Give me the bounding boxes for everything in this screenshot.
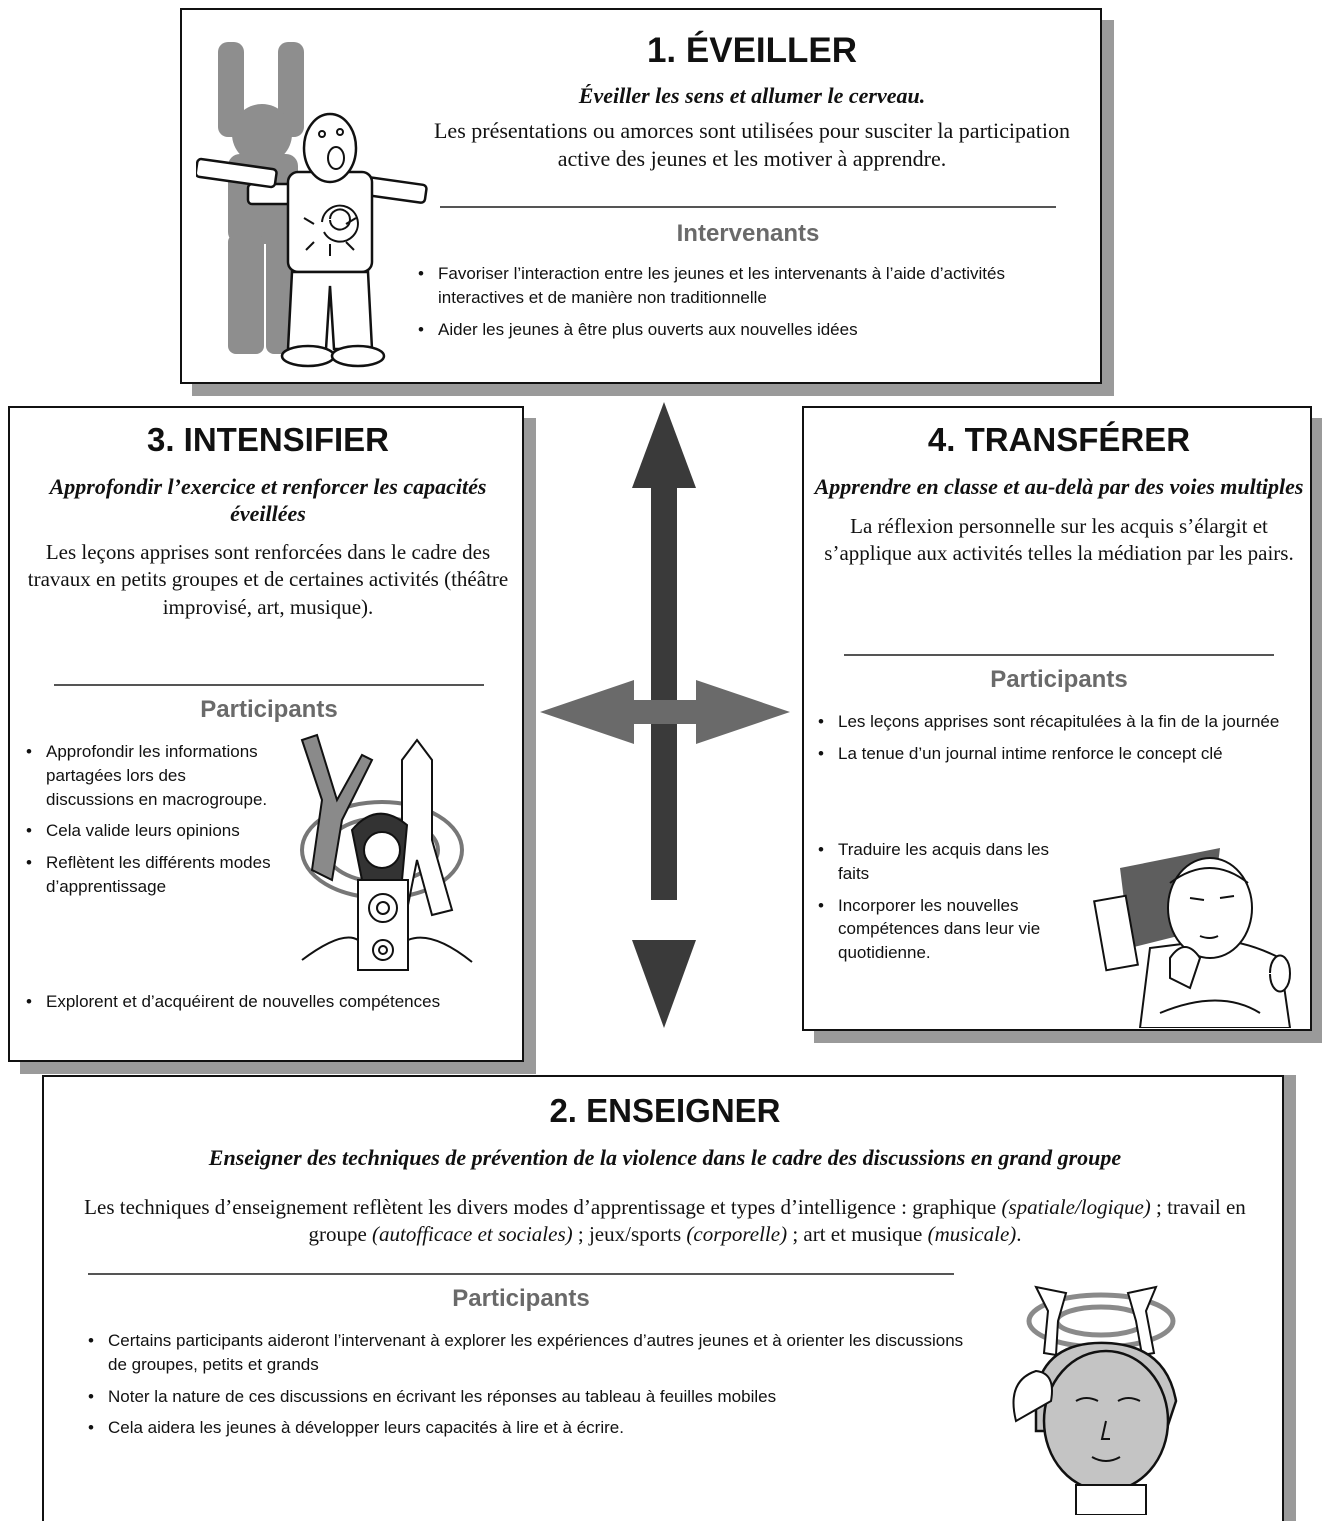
panel-title: 4. TRANSFÉRER <box>927 421 1191 458</box>
bullet-list: Explorent et d’acquéirent de nouvelles c… <box>22 990 442 1022</box>
description-italic: (corporelle) <box>686 1221 788 1246</box>
description-italic: (spatiale/logique) <box>1001 1194 1151 1219</box>
panel-title: 1. ÉVEILLER <box>646 31 858 70</box>
list-item: Aider les jeunes à être plus ouverts aux… <box>414 318 1084 342</box>
panel-subtitle: Apprendre en classe et au-delà par des v… <box>814 474 1304 500</box>
panel-intensifier: 3. INTENSIFIER Approfondir l’exercice et… <box>8 406 524 1062</box>
bullet-list: Les leçons apprises sont récapitulées à … <box>814 710 1304 774</box>
panel-description: La réflexion personnelle sur les acquis … <box>824 513 1294 565</box>
divider <box>54 684 484 686</box>
list-item: Noter la nature de ces discussions en éc… <box>84 1385 964 1409</box>
girl-dancers-illustration <box>1012 1285 1178 1515</box>
list-item: Approfondir les informations partagées l… <box>22 740 272 811</box>
list-item: Reflètent les différents modes d’apprent… <box>22 851 272 899</box>
panel-subtitle: Enseigner des techniques de prévention d… <box>208 1145 1122 1171</box>
description-text: . <box>1016 1221 1022 1246</box>
cheering-person-illustration <box>196 42 428 368</box>
dancers-speaker-illustration <box>300 733 473 971</box>
description-text: Les techniques d’enseignement reflètent … <box>84 1194 1002 1219</box>
list-item: Cela aidera les jeunes à développer leur… <box>84 1416 964 1440</box>
description-italic: (autofficace et sociales) <box>372 1221 573 1246</box>
divider <box>844 654 1274 656</box>
list-item: Cela valide leurs opinions <box>22 819 272 843</box>
panel-description: Les techniques d’enseignement reflètent … <box>54 1194 1276 1249</box>
list-item: Favoriser l’interaction entre les jeunes… <box>414 262 1084 310</box>
bullet-list: Certains participants aideront l’interve… <box>84 1329 964 1448</box>
list-item: Explorent et d’acquéirent de nouvelles c… <box>22 990 442 1014</box>
panel-transferer: 4. TRANSFÉRER Apprendre en classe et au-… <box>802 406 1312 1031</box>
panel-description: Les présentations ou amorces sont utilis… <box>433 117 1070 172</box>
divider <box>88 1273 954 1275</box>
bullet-list: Traduire les acquis dans les faits Incor… <box>814 838 1084 973</box>
bullet-list: Favoriser l’interaction entre les jeunes… <box>414 262 1084 349</box>
panel-description: Les leçons apprises sont renforcées dans… <box>27 540 509 619</box>
bullet-list: Approfondir les informations partagées l… <box>22 740 272 907</box>
panel-enseigner: 2. ENSEIGNER Enseigner des techniques de… <box>42 1075 1284 1521</box>
description-text: ; travail en groupe <box>308 1194 1246 1246</box>
section-heading: Participants <box>200 696 338 723</box>
section-heading: Participants <box>990 666 1128 693</box>
panel-subtitle: Éveiller les sens et allumer le cerveau. <box>578 82 926 108</box>
panel-subtitle: Approfondir l’exercice et renforcer les … <box>49 474 487 526</box>
section-heading: Intervenants <box>676 220 820 247</box>
divider <box>440 206 1056 208</box>
horizontal-double-arrow <box>540 680 790 744</box>
panel-title: 2. ENSEIGNER <box>549 1092 781 1129</box>
list-item: Certains participants aideront l’interve… <box>84 1329 964 1377</box>
description-text: ; art et musique <box>787 1221 928 1246</box>
list-item: Traduire les acquis dans les faits <box>814 838 1084 886</box>
panel-title: 3. INTENSIFIER <box>146 421 390 458</box>
panel-eveiller: 1. ÉVEILLER Éveiller les sens et allumer… <box>180 8 1102 384</box>
list-item: La tenue d’un journal intime renforce le… <box>814 742 1304 766</box>
description-italic: (musicale) <box>927 1221 1017 1246</box>
list-item: Incorporer les nouvelles compétences dan… <box>814 894 1084 965</box>
vertical-double-arrow <box>632 402 696 1028</box>
list-item: Les leçons apprises sont récapitulées à … <box>814 710 1304 734</box>
section-heading: Participants <box>452 1285 590 1312</box>
description-text: ; jeux/sports <box>572 1221 687 1246</box>
thinking-boy-illustration <box>1093 848 1292 1028</box>
